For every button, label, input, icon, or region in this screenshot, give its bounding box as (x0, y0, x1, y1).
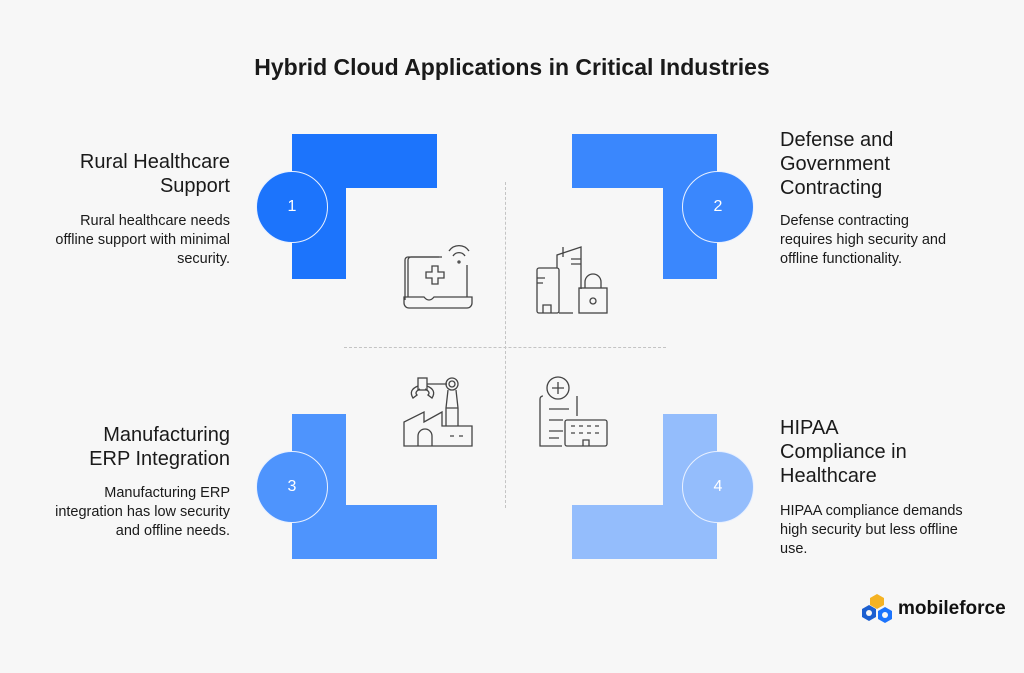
number-badge-2: 2 (682, 171, 754, 243)
divider-vertical (505, 182, 506, 508)
factory-robot-arm-icon (403, 377, 473, 447)
mobileforce-logo-mark-icon (862, 594, 892, 623)
description-1: Rural healthcare needs offline support w… (55, 213, 230, 267)
page-title: Hybrid Cloud Applications in Critical In… (254, 54, 770, 80)
divider-horizontal (344, 347, 666, 348)
buildings-lock-icon (536, 246, 608, 314)
mobileforce-logo: mobileforce (860, 592, 1006, 626)
description-3: Manufacturing ERP integration has low se… (55, 485, 230, 539)
logo-text: mobileforce (898, 598, 1006, 619)
medical-document-hospital-icon (539, 376, 608, 447)
l-shape-3-foot (292, 505, 437, 559)
heading-3: Manufacturing ERP Integration (89, 424, 230, 470)
number-badge-4: 4 (682, 451, 754, 523)
heading-4: HIPAA Compliance in Healthcare (780, 417, 907, 487)
description-2: Defense contracting requires high securi… (780, 213, 947, 267)
l-shape-4-foot (572, 505, 717, 559)
laptop-medical-wifi-icon (403, 245, 473, 309)
heading-1: Rural Healthcare Support (79, 151, 230, 197)
heading-2: Defense and Government Contracting (780, 129, 894, 199)
number-badge-3: 3 (256, 451, 328, 523)
number-badge-1: 1 (256, 171, 328, 243)
description-4: HIPAA compliance demands high security b… (780, 503, 963, 557)
